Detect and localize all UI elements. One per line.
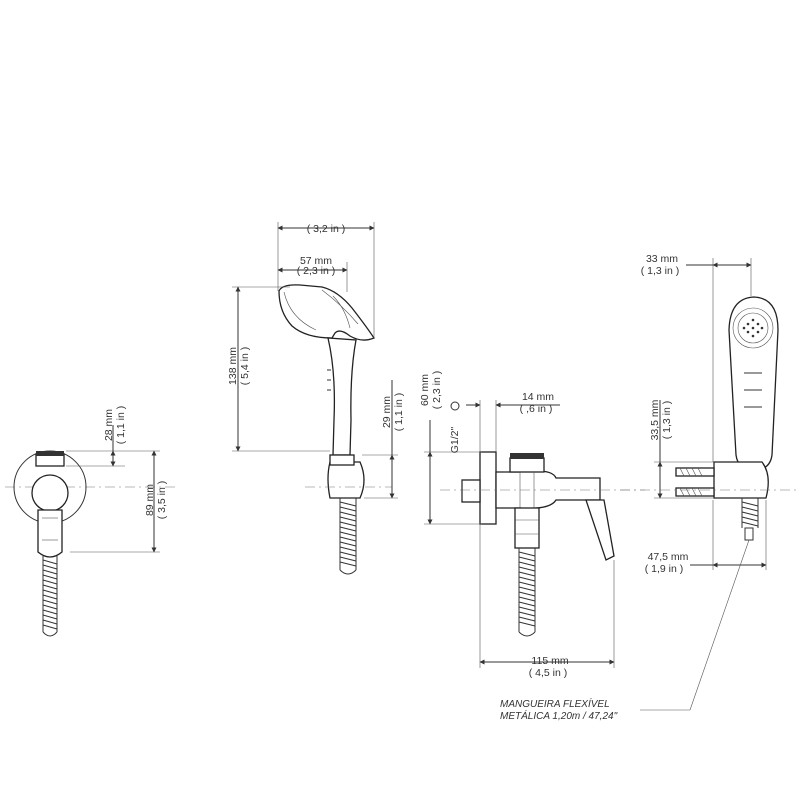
front-total-mm: 89 mm — [144, 484, 156, 516]
side-height-mm: 138 mm — [227, 347, 239, 385]
rear-width-mm: 33 mm — [646, 253, 678, 265]
valve-plate-in: ( 2,3 in ) — [431, 371, 443, 410]
side-holder-in: ( 1,1 in ) — [393, 393, 405, 432]
side-view-shower — [232, 222, 398, 575]
hose-note-line1: MANGUEIRA FLEXÍVEL — [500, 697, 610, 710]
rear-view-hose — [741, 498, 759, 541]
thread-circle-icon — [450, 401, 460, 411]
rear-mount-in: ( 1,3 in ) — [661, 401, 673, 440]
valve-flange-in: ( ,6 in ) — [520, 403, 553, 415]
front-view-holder — [5, 425, 175, 637]
nozzle-pattern-icon — [742, 318, 764, 338]
rear-view-shower — [620, 258, 800, 711]
valve-length-in: ( 4,5 in ) — [529, 667, 568, 679]
valve-length-mm: 115 mm — [531, 655, 568, 667]
valve-plate-mm: 60 mm — [419, 374, 431, 406]
front-total-in: ( 3,5 in ) — [156, 481, 168, 520]
rear-depth-in: ( 1,9 in ) — [645, 563, 684, 575]
front-view-hose — [42, 556, 58, 637]
side-holder-mm: 29 mm — [381, 396, 393, 428]
side-height-in: ( 5,4 in ) — [239, 347, 251, 386]
rear-width-in: ( 1,3 in ) — [641, 265, 680, 277]
rear-depth-mm: 47,5 mm — [648, 551, 689, 563]
front-top-in: ( 1,1 in ) — [115, 406, 127, 445]
side-view-hose — [339, 498, 357, 575]
valve-thread: G1/2" — [449, 426, 461, 453]
side-head-in: ( 2,3 in ) — [297, 265, 336, 277]
valve-hose — [518, 548, 536, 637]
valve-view — [424, 400, 645, 668]
side-width-in: ( 3,2 in ) — [307, 223, 346, 235]
hose-note-line2: METÁLICA 1,20m / 47,24" — [500, 709, 618, 722]
front-top-mm: 28 mm — [103, 409, 115, 441]
side-head-mm: 57 mm — [300, 255, 332, 267]
rear-mount-mm: 33,5 mm — [649, 399, 661, 440]
valve-flange-mm: 14 mm — [522, 391, 554, 403]
